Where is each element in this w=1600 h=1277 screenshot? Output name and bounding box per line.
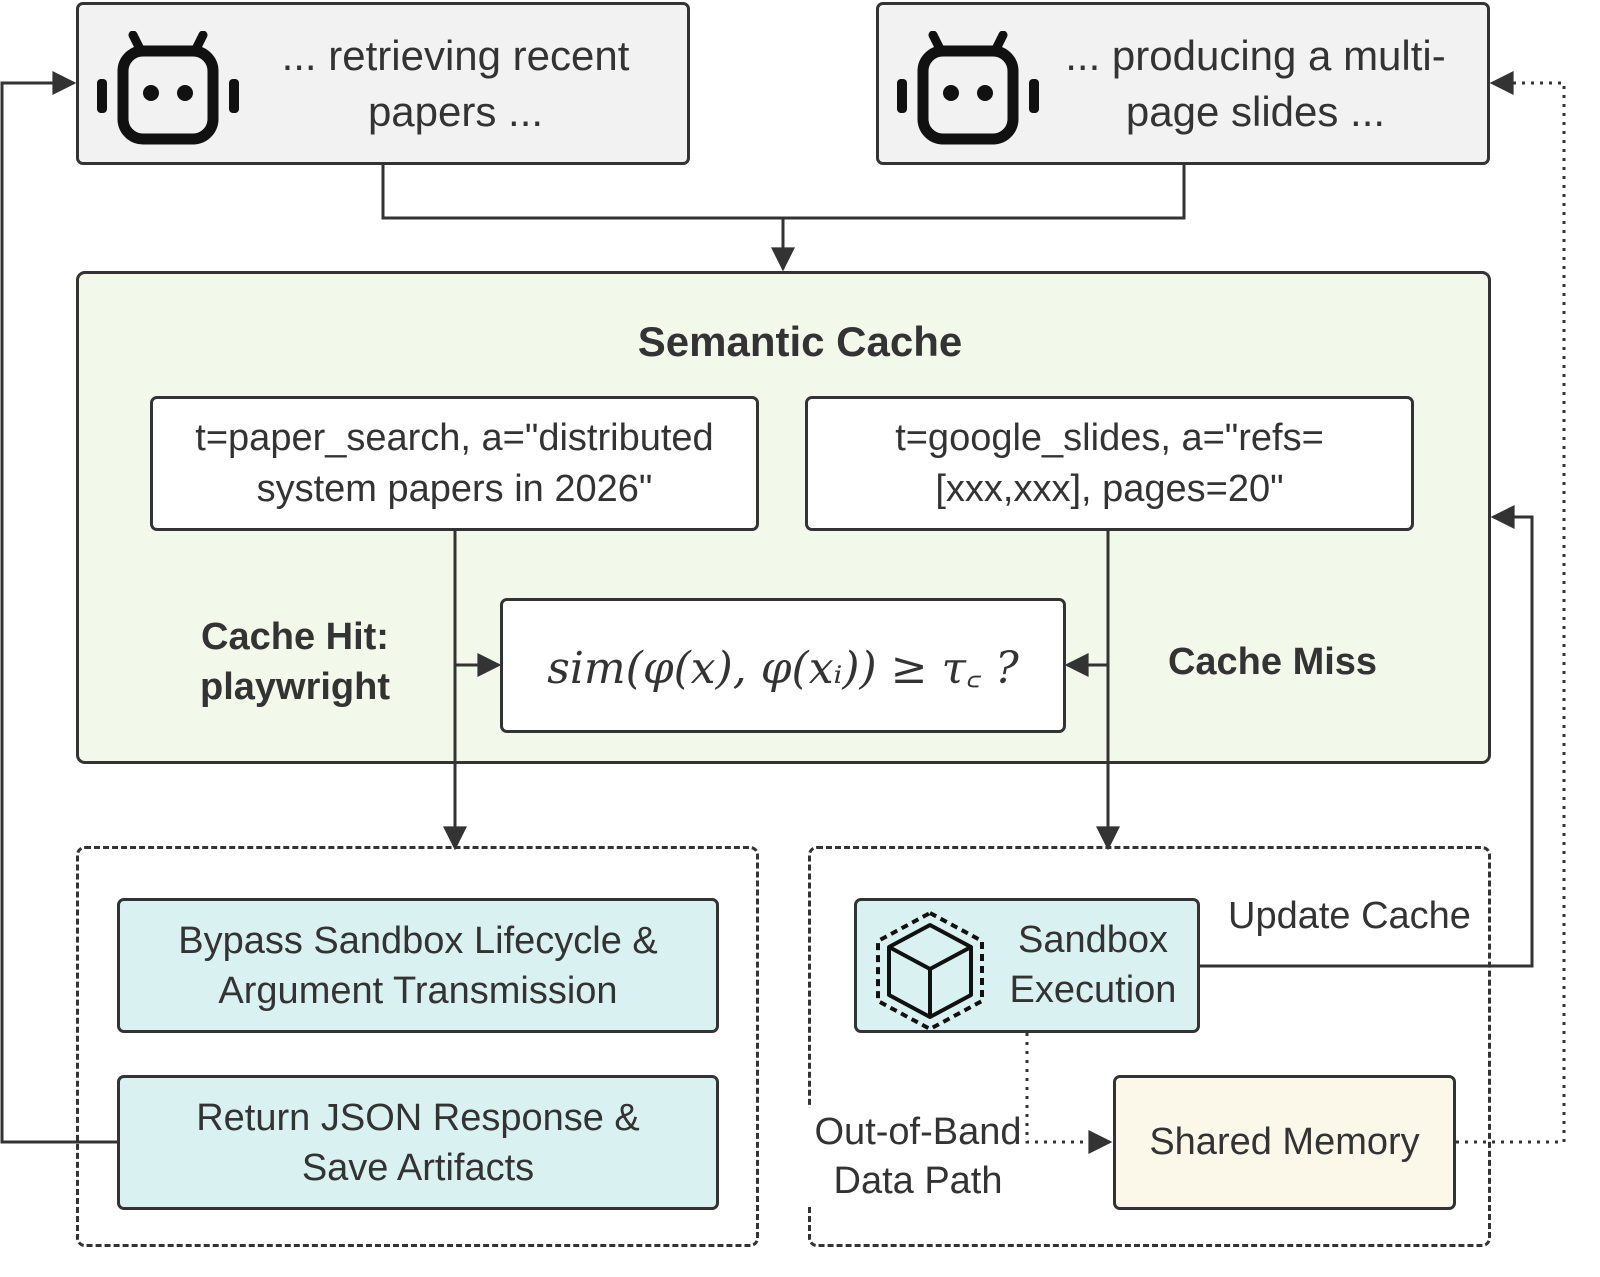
sandbox-execution-box: Sandbox Execution [854,898,1200,1033]
semantic-cache-title: Semantic Cache [637,318,963,365]
update-cache-arrow [1200,505,1534,968]
out-of-band-label: Out-of-Band Data Path [808,1108,1028,1206]
return-json-box: Return JSON Response & Save Artifacts [117,1075,719,1210]
cache-hit-group [76,846,759,1247]
agent-box-right: ... producing a multi-page slides ... [876,2,1490,165]
bypass-sandbox-box: Bypass Sandbox Lifecycle & Argument Tran… [117,898,719,1033]
agent-left-label: ... retrieving recent papers ... [281,31,630,135]
cube-icon [876,910,984,1031]
cache-hit-label: Cache Hit: playwright [160,612,430,712]
cache-hit-label-line2: playwright [199,666,391,708]
sandbox-execution-label: Sandbox Execution [997,915,1189,1015]
cache-miss-group [808,846,1491,1247]
out-of-band-arrow [1025,1033,1113,1154]
out-of-band-line2: Data Path [833,1160,1003,1202]
sandbox-label-line1: Sandbox [1017,919,1168,961]
similarity-check: sim(φ(x), φ(xᵢ)) ≥ τ꜀ ? [500,598,1066,733]
robot-icon [897,31,1039,145]
out-of-band-line1: Out-of-Band [814,1111,1022,1153]
tool-call-right: t=google_slides, a="refs=[xxx,xxx], page… [805,396,1414,531]
shared-memory-box: Shared Memory [1113,1075,1456,1210]
agent-box-left: ... retrieving recent papers ... [76,2,690,165]
agent-right-connector [783,165,1186,220]
cache-hit-label-line1: Cache Hit: [201,616,389,658]
cache-miss-label: Cache Miss [1167,641,1378,683]
agent-left-connector [381,165,783,220]
return-to-agent-arrow [0,71,117,1144]
agent-right-label: ... producing a multi-page slides ... [1065,31,1446,135]
shared-memory-to-agent-arrow [1456,71,1566,1144]
update-cache-label: Update Cache [1228,895,1471,937]
sandbox-label-line2: Execution [1009,969,1177,1011]
tool-call-left: t=paper_search, a="distributed system pa… [150,396,759,531]
robot-icon [97,31,239,145]
